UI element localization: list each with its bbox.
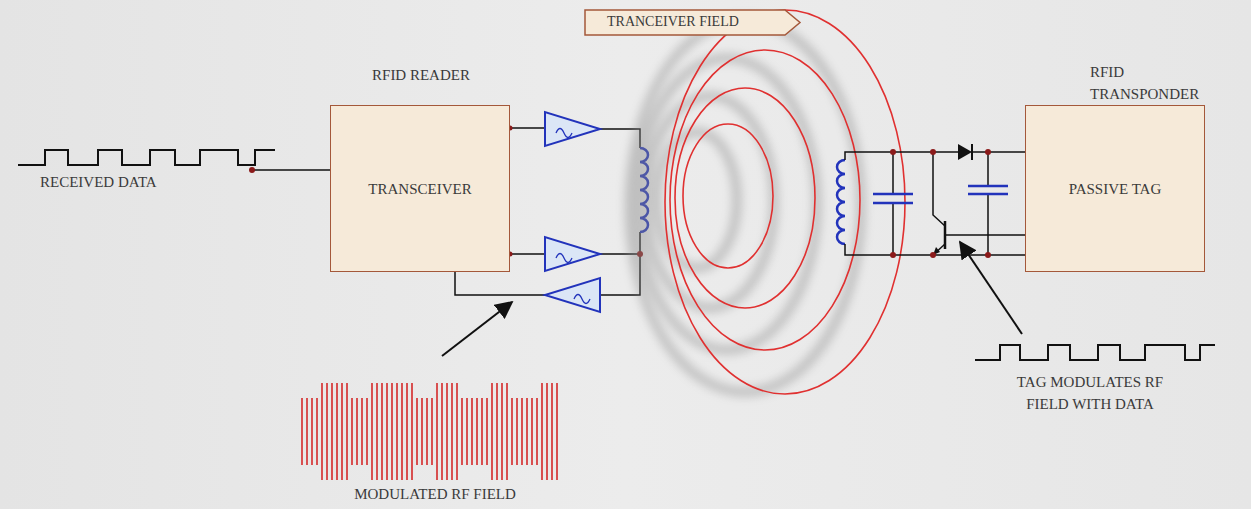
transceiver-box: TRANSCEIVERRFID READER	[330, 105, 510, 272]
leader-line	[960, 242, 1022, 334]
junction-dot	[249, 167, 255, 173]
node-content: TRANSCEIVER	[331, 106, 509, 271]
node-heading: RFID READER	[331, 66, 511, 84]
tag-data-wave	[975, 345, 1215, 360]
signal-label: RECEIVED DATA	[40, 172, 157, 194]
junction-dot	[890, 149, 991, 258]
part-label: RFID TRANSPONDER	[1090, 62, 1215, 106]
tag-wires	[845, 152, 1025, 255]
field-banner: TRANCEIVER FIELD	[585, 10, 800, 35]
received-data-wave	[18, 150, 275, 165]
amplifier-symbol	[545, 278, 600, 312]
tag-coil	[837, 160, 845, 244]
field-rings	[665, 10, 905, 394]
node-text: TRANCEIVER FIELD	[607, 14, 739, 31]
banner-outline	[585, 10, 800, 35]
capacitor-symbol	[873, 194, 913, 203]
amplifier-symbol	[545, 112, 600, 146]
node-text: PASSIVE TAG	[1069, 180, 1162, 198]
caption-note: TAG MODULATES RF FIELD WITH DATA	[995, 372, 1185, 416]
node-content: TRANCEIVER FIELD	[585, 10, 800, 35]
node-content: PASSIVE TAG	[1026, 106, 1204, 271]
signal-label: MODULATED RF FIELD	[330, 484, 540, 506]
node-text: TRANSCEIVER	[368, 180, 471, 198]
amplifier-symbol	[545, 237, 600, 271]
capacitor-symbol	[968, 186, 1008, 194]
tag-box: PASSIVE TAG	[1025, 105, 1205, 272]
data-wire	[252, 169, 330, 171]
modulated-rf-burst	[302, 383, 557, 480]
diode-symbol	[958, 144, 972, 160]
leader-line	[442, 302, 512, 356]
field-shadow	[629, 20, 861, 392]
transistor-symbol	[933, 221, 945, 255]
